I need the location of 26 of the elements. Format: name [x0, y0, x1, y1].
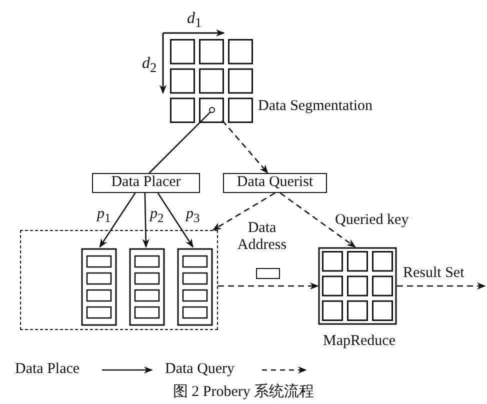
arrow: [222, 120, 268, 174]
axis-label: d$_{2}$: [142, 55, 157, 76]
legend-label: Data Place: [15, 361, 80, 378]
axis-label: d$_{1}$: [187, 10, 202, 32]
processing-grid: [318, 247, 397, 325]
arrow: [99, 192, 136, 248]
arrow: [142, 192, 150, 248]
storage-column: [129, 248, 165, 326]
dashed-container: [20, 230, 218, 330]
node-caption: Data Segmentation: [258, 98, 373, 115]
node-caption: MapReduce: [323, 333, 396, 350]
edge-label: Queried key: [335, 212, 409, 229]
figure-caption: 图 2 Probery 系统流程: [172, 384, 316, 401]
storage-column: [81, 248, 117, 326]
arrow: [157, 192, 194, 248]
storage-column: [177, 248, 213, 326]
process-box: Data Querist: [223, 173, 327, 193]
node-caption: Data Address: [236, 220, 288, 254]
arrow: [280, 192, 356, 248]
segmentation-grid: [170, 39, 253, 123]
arrow: [212, 192, 276, 231]
arrow: [218, 282, 319, 290]
legend-label: Data Query: [165, 361, 235, 378]
process-box: Data Placer: [92, 173, 200, 193]
data-block: [256, 268, 280, 279]
arrow: [397, 282, 486, 290]
